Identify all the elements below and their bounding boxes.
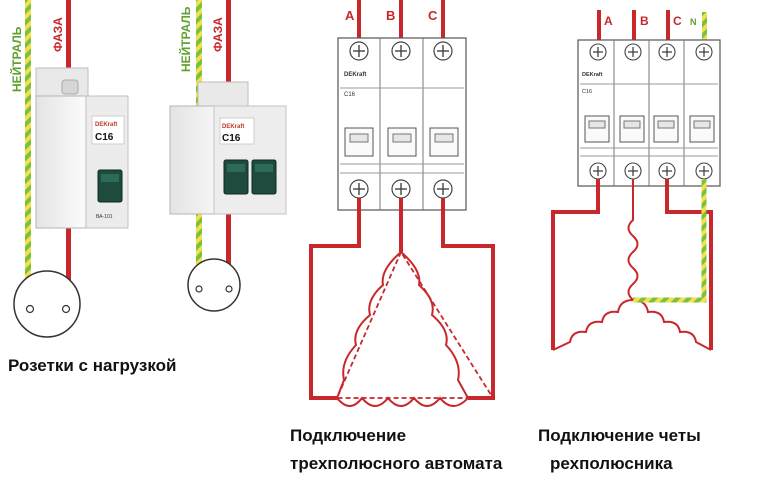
neutral-label-2: НЕЙТРАЛЬ — [178, 6, 193, 72]
phase-b-label-4: B — [640, 14, 649, 28]
phase-label-1: ФАЗА — [51, 17, 65, 52]
three-pole-output-wires — [309, 198, 495, 400]
three-pole-breaker: DEKraft C16 — [337, 37, 467, 211]
star-coil-left — [552, 299, 634, 351]
breaker-rating-3: C16 — [344, 92, 356, 98]
neutral-wire-1 — [25, 0, 31, 300]
two-pole-breaker: DEKraft C16 — [169, 81, 287, 215]
caption-four-pole-line1: Подключение четы — [538, 426, 701, 445]
single-pole-breaker: DEKraft C16 ВА-101 — [35, 67, 129, 229]
socket-2 — [187, 258, 241, 312]
neutral-n-label-4: N — [690, 17, 697, 27]
four-pole-phase-wires — [551, 179, 713, 350]
breaker-marking-1: ВА-101 — [96, 214, 113, 220]
phase-b-label-3: B — [386, 8, 395, 23]
phase-label-2: ФАЗА — [211, 17, 225, 52]
four-pole-breaker: DEKraft C16 — [577, 39, 721, 187]
phase-a-label-4: A — [604, 14, 613, 28]
breaker-brand-4: DEKraft — [582, 72, 603, 78]
neutral-wire-4 — [633, 179, 707, 303]
two-pole-group: НЕЙТРАЛЬ ФАЗА DEKraft C16 — [169, 0, 287, 312]
caption-three-pole-line2: трехполюсного автомата — [290, 454, 503, 473]
breaker-rating-2: C16 — [222, 133, 241, 144]
breaker-brand-3: DEKraft — [344, 72, 366, 78]
four-pole-group: A B C N DEKraft C16 — [551, 10, 721, 351]
star-coil-center — [627, 179, 639, 301]
phase-c-label-4: C — [673, 14, 682, 28]
star-coil-right — [632, 299, 712, 351]
breaker-rating-1: C16 — [95, 132, 114, 143]
neutral-label-1: НЕЙТРАЛЬ — [9, 26, 24, 92]
single-pole-group: НЕЙТРАЛЬ ФАЗА DEKraft C16 ВА-101 — [9, 0, 129, 338]
caption-three-pole-line1: Подключение — [290, 426, 407, 445]
caption-sockets: Розетки с нагрузкой — [8, 356, 177, 375]
breaker-brand-1: DEKraft — [95, 122, 117, 128]
delta-load-triangle — [335, 250, 495, 399]
three-pole-group: A B C DEKraft C16 — [309, 0, 495, 407]
phase-a-label-3: A — [345, 8, 355, 23]
phase-c-label-3: C — [428, 8, 438, 23]
socket-1 — [13, 270, 81, 338]
breaker-brand-2: DEKraft — [222, 124, 244, 130]
breaker-rating-4: C16 — [582, 89, 592, 95]
caption-four-pole-line2: рехполюсника — [550, 454, 673, 473]
